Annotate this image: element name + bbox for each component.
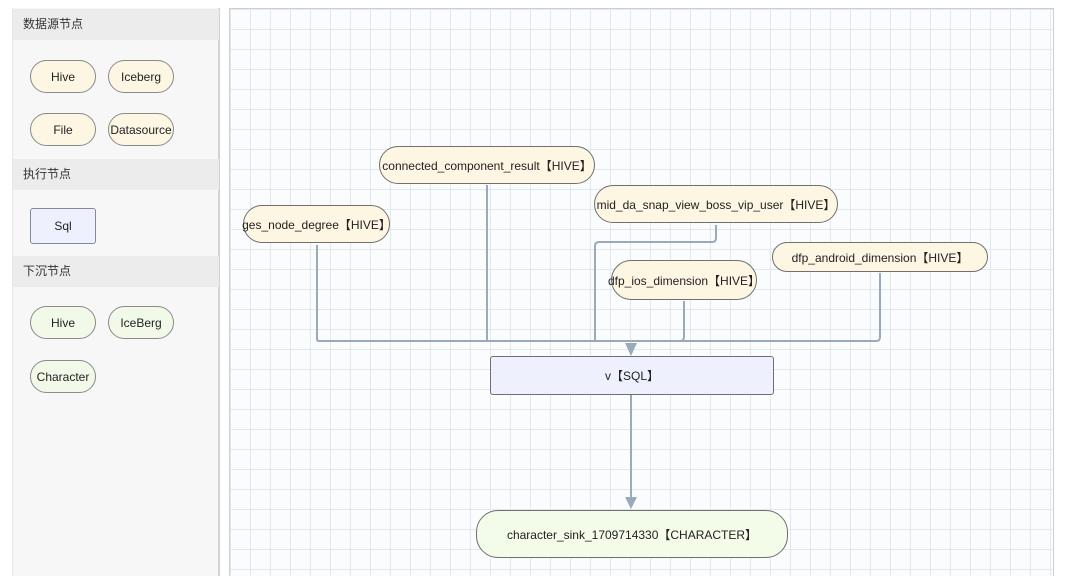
edge-ios-to-sql bbox=[631, 301, 685, 342]
graph-node-dfp-android-dimension[interactable]: dfp_android_dimension【HIVE】 bbox=[772, 242, 988, 272]
palette-node-character-sink[interactable]: Character bbox=[30, 360, 96, 393]
arrowhead-sql-input bbox=[625, 343, 637, 356]
graph-node-connected-component-result[interactable]: connected_component_result【HIVE】 bbox=[379, 146, 595, 184]
edge-ges-to-sql bbox=[316, 245, 631, 342]
palette-node-file-source[interactable]: File bbox=[30, 113, 96, 146]
graph-node-sql-v[interactable]: v【SQL】 bbox=[490, 356, 774, 395]
graph-node-ges-node-degree[interactable]: ges_node_degree【HIVE】 bbox=[242, 205, 391, 243]
palette-node-hive-source[interactable]: Hive bbox=[30, 60, 96, 93]
section-header-execution: 执行节点 bbox=[13, 159, 219, 190]
graph-node-character-sink[interactable]: character_sink_1709714330【CHARACTER】 bbox=[476, 510, 788, 558]
section-header-sink: 下沉节点 bbox=[13, 256, 219, 287]
palette-node-datasource-source[interactable]: Datasource bbox=[108, 113, 174, 146]
graph-node-mid-da-snap-view-boss-vip-user[interactable]: mid_da_snap_view_boss_vip_user【HIVE】 bbox=[594, 185, 838, 223]
edge-layer bbox=[316, 185, 881, 509]
palette-node-sql[interactable]: Sql bbox=[30, 208, 96, 244]
node-palette-sidebar: 数据源节点 Hive Iceberg File Datasource 执行节点 … bbox=[12, 8, 220, 576]
graph-canvas[interactable]: connected_component_result【HIVE】 mid_da_… bbox=[229, 8, 1054, 576]
section-header-datasource: 数据源节点 bbox=[13, 9, 219, 40]
palette-node-iceberg-source[interactable]: Iceberg bbox=[108, 60, 174, 93]
palette-node-hive-sink[interactable]: Hive bbox=[30, 306, 96, 339]
palette-node-iceberg-sink[interactable]: IceBerg bbox=[108, 306, 174, 339]
edge-mid-to-sql bbox=[594, 225, 717, 342]
edge-connected-to-sql bbox=[486, 185, 631, 342]
arrowhead-sink-input bbox=[625, 497, 637, 509]
graph-node-dfp-ios-dimension[interactable]: dfp_ios_dimension【HIVE】 bbox=[608, 260, 760, 300]
edge-android-to-sql bbox=[631, 273, 881, 342]
